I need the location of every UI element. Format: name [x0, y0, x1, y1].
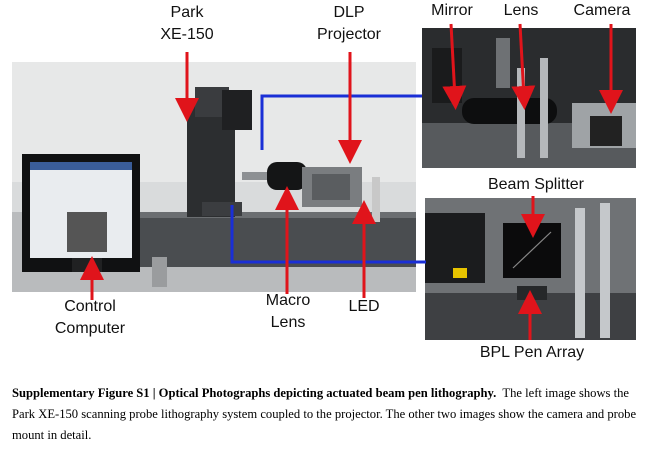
main-setup-photo: [12, 62, 416, 292]
camera-detail-photo: [422, 28, 636, 168]
label-beam-splitter: Beam Splitter: [487, 176, 585, 193]
caption-body: The left image shows the Park XE-150 sca…: [12, 386, 637, 442]
probe-mount-photo: [425, 198, 636, 340]
probe-mount-illustration: [425, 198, 636, 340]
label-macro-lens: Macro Lens: [265, 292, 311, 331]
figure-caption: Supplementary Figure S1 | Optical Photog…: [12, 383, 637, 446]
label-led: LED: [348, 298, 380, 315]
label-control-computer: Control Computer: [54, 298, 126, 337]
caption-title: Supplementary Figure S1 | Optical Photog…: [12, 386, 497, 400]
main-setup-illustration: [12, 62, 416, 292]
label-mirror: Mirror: [431, 2, 473, 19]
label-park-xe150: Park XE-150: [160, 4, 214, 43]
camera-detail-illustration: [422, 28, 636, 168]
label-bpl-pen-array: BPL Pen Array: [479, 344, 585, 361]
label-lens: Lens: [503, 2, 539, 19]
label-dlp-projector: DLP Projector: [316, 4, 382, 43]
label-camera: Camera: [573, 2, 631, 19]
